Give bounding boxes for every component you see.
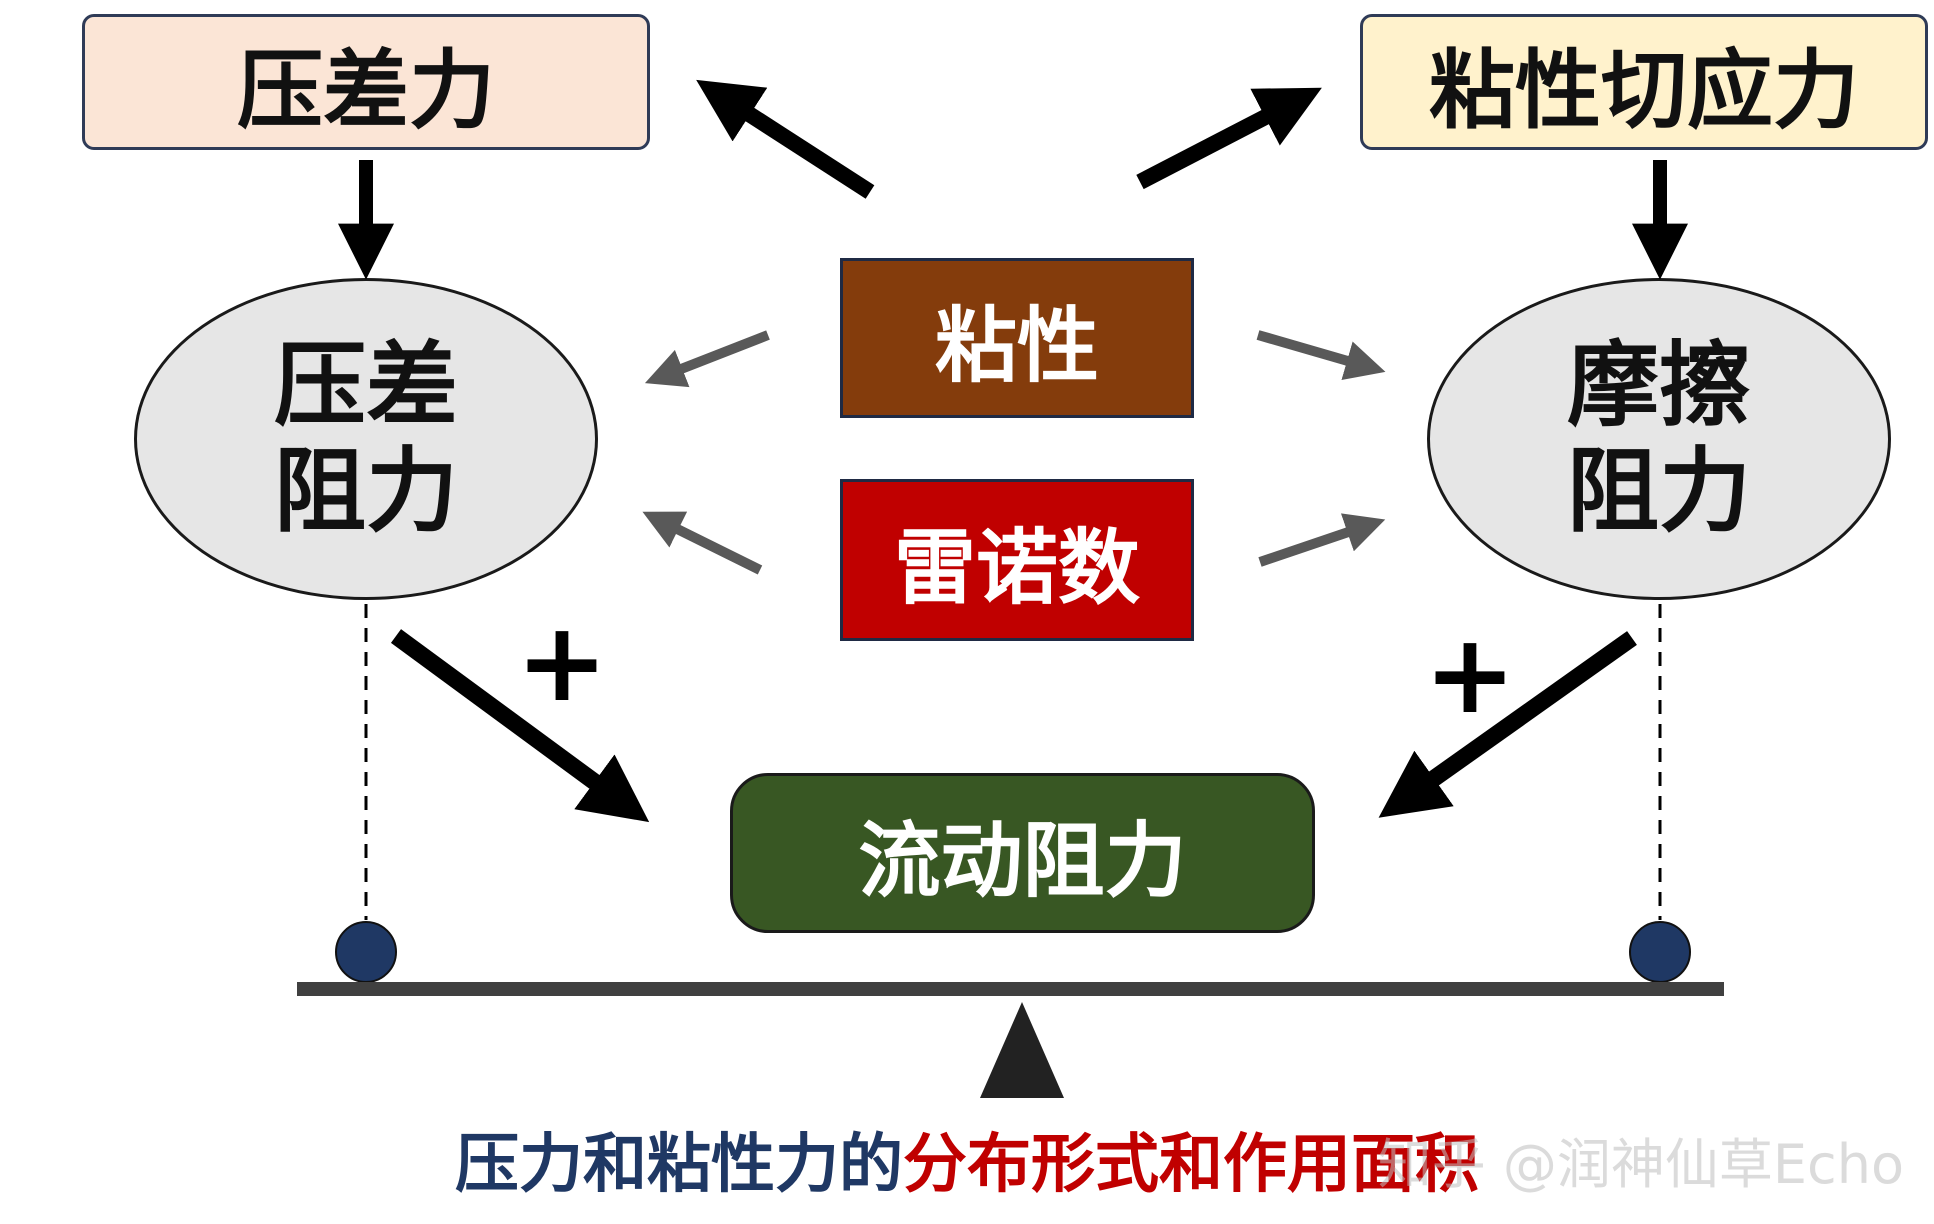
pressure-drag-ellipse: 压差 阻力 xyxy=(134,278,598,600)
arrow-pressure-drag-to-flow-resistance xyxy=(390,629,650,823)
flow-resistance-label: 流动阻力 xyxy=(858,813,1187,909)
friction-drag-line1: 摩擦 xyxy=(1566,332,1751,440)
arrow-friction-drag-to-flow-resistance xyxy=(1378,631,1637,818)
flow-resistance-box: 流动阻力 xyxy=(730,773,1315,933)
caption-part2: 分布形式和作用面积 xyxy=(903,1128,1479,1202)
arrow-viscosity-to-pressure-drag xyxy=(644,330,770,388)
friction-drag-line2: 阻力 xyxy=(1566,438,1751,545)
viscosity-box: 粘性 xyxy=(840,258,1194,418)
viscous-shear-stress-label: 粘性切应力 xyxy=(1429,40,1859,141)
arrow-reynolds-to-pressure-drag xyxy=(642,511,763,575)
reynolds-number-label: 雷诺数 xyxy=(893,520,1140,616)
pressure-drag-line2: 阻力 xyxy=(273,438,458,545)
arrow-center-to-pressure-force xyxy=(696,79,875,199)
viscosity-label: 粘性 xyxy=(934,298,1099,394)
pressure-difference-force-label: 压差力 xyxy=(237,40,495,141)
arrow-center-to-shear-stress xyxy=(1136,87,1322,190)
viscous-shear-stress-box: 粘性切应力 xyxy=(1360,14,1928,150)
balance-fulcrum xyxy=(980,1002,1064,1098)
arrow-reynolds-to-friction-drag xyxy=(1258,513,1386,567)
pressure-drag-line1: 压差 xyxy=(273,332,458,440)
watermark: 知乎 @润神仙草Echo xyxy=(1377,1133,1904,1196)
reynolds-number-box: 雷诺数 xyxy=(840,479,1194,641)
ball-right xyxy=(1629,921,1691,983)
bottom-caption: 压力和粘性力的分布形式和作用面积 xyxy=(0,1113,1934,1205)
plus-sign-right: + xyxy=(1424,610,1516,738)
friction-drag-ellipse: 摩擦 阻力 xyxy=(1427,278,1891,600)
balance-beam xyxy=(297,982,1724,996)
ball-left xyxy=(335,921,397,983)
pressure-difference-force-box: 压差力 xyxy=(82,14,650,150)
caption-part1: 压力和粘性力的 xyxy=(455,1128,903,1202)
plus-sign-left: + xyxy=(516,598,608,726)
arrow-viscosity-to-friction-drag xyxy=(1256,330,1386,380)
